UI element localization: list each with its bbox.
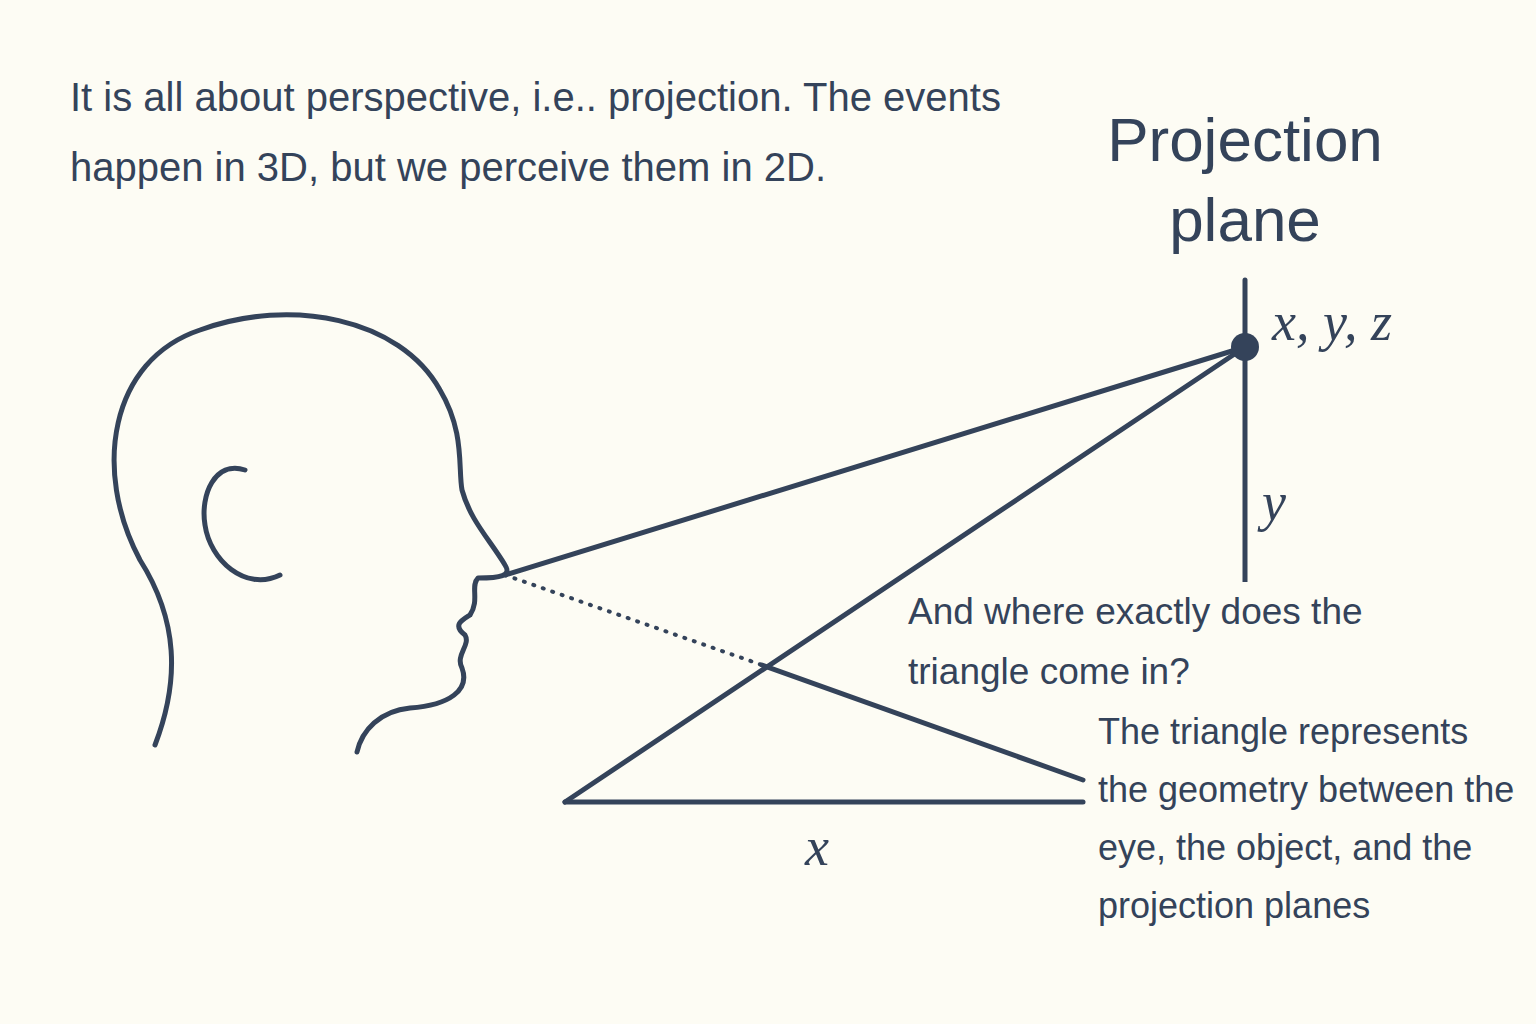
projection-plane-line — [1243, 280, 1248, 582]
head-profile — [114, 315, 507, 752]
projected-point — [1231, 333, 1259, 361]
triangle-base — [565, 800, 1083, 805]
intro-note: It is all about perspective, i.e.. proje… — [70, 62, 1015, 202]
point-coordinates: x, y, z — [1272, 290, 1472, 354]
sight-line — [505, 347, 1245, 575]
explanation-note: The triangle represents the geometry bet… — [1098, 703, 1528, 935]
dotted-sight-line — [505, 575, 762, 665]
axis-label-x: x — [805, 815, 865, 879]
axis-label-y: y — [1262, 470, 1322, 534]
question-note: And where exactly does the triangle come… — [908, 582, 1378, 702]
ear — [204, 468, 280, 579]
plane-heading: Projection plane — [1070, 100, 1420, 260]
